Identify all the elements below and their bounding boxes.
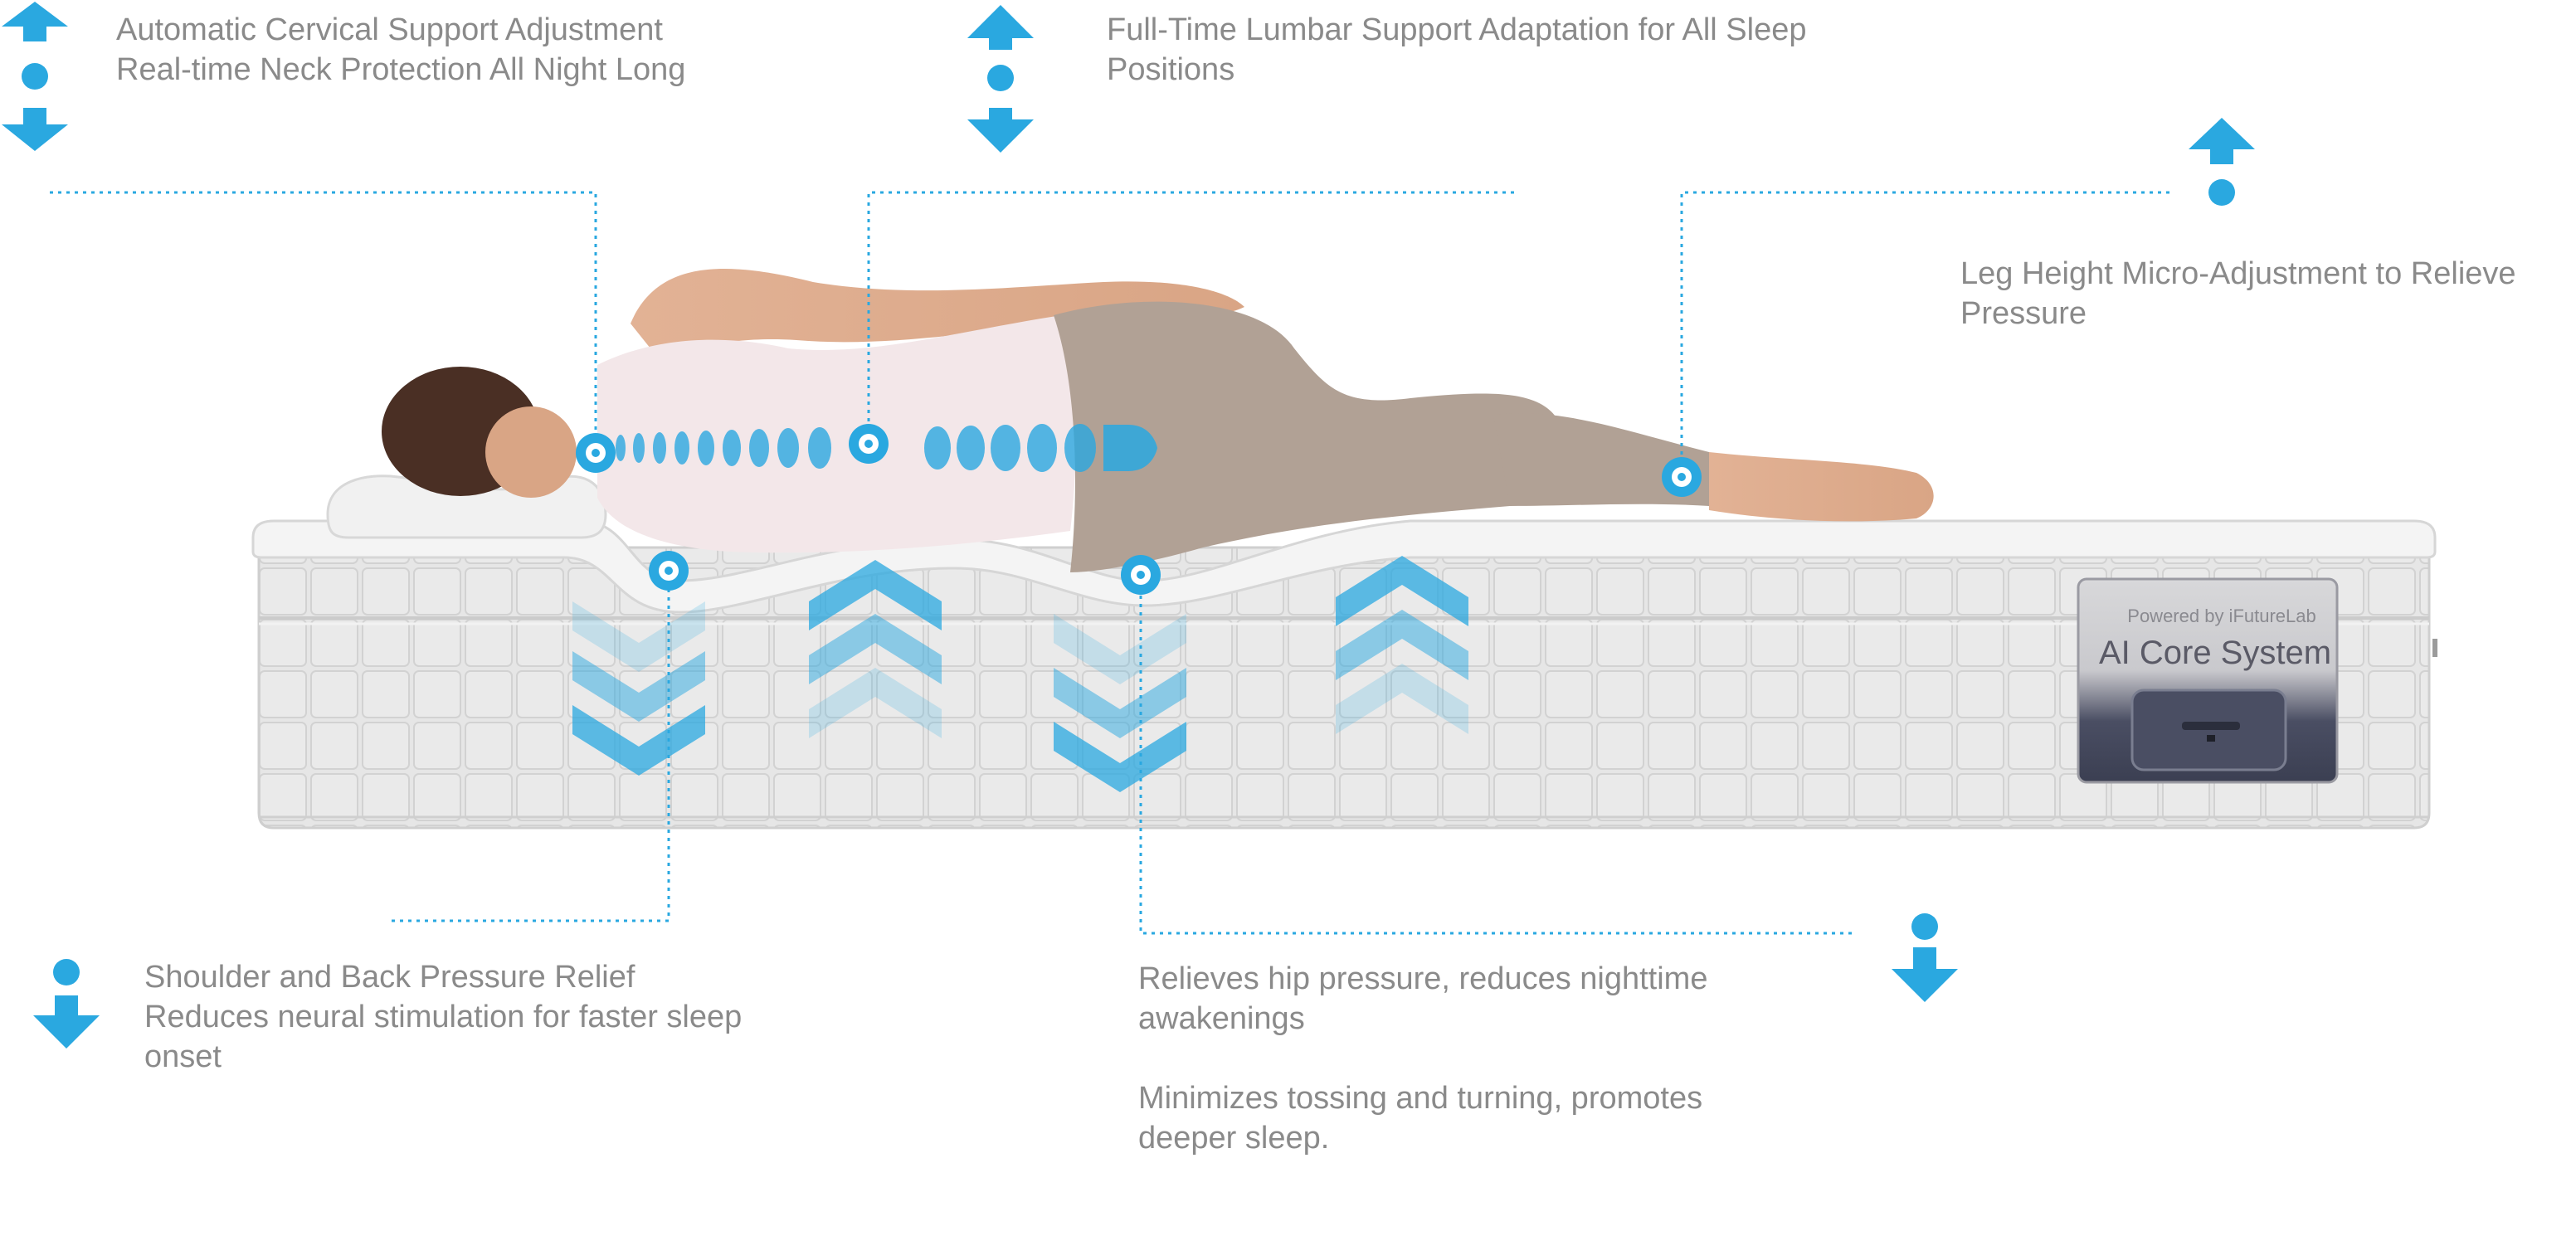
sensor-node-icon xyxy=(1121,555,1161,595)
down-arrow-icon xyxy=(1892,913,1958,1002)
sensor-node-icon xyxy=(1662,457,1702,497)
mattress xyxy=(251,519,2437,830)
caption-line: deeper sleep. xyxy=(1138,1121,1330,1156)
caption-line: awakenings xyxy=(1138,1001,1305,1036)
caption-line: Real-time Neck Protection All Night Long xyxy=(116,52,686,87)
down-arrow-icon xyxy=(33,959,100,1049)
caption-line: Pressure xyxy=(1960,296,2087,331)
caption-line: Positions xyxy=(1107,52,1235,87)
caption-line: Shoulder and Back Pressure Relief xyxy=(144,960,635,995)
sleeper-figure xyxy=(382,269,1934,572)
up-arrow-icon xyxy=(2189,118,2255,206)
sensor-node-icon xyxy=(649,551,689,591)
caption-cervical: Automatic Cervical Support Adjustment Re… xyxy=(116,10,685,90)
caption-shoulder: Shoulder and Back Pressure Relief Reduce… xyxy=(144,957,742,1077)
caption-line: Automatic Cervical Support Adjustment xyxy=(116,12,663,47)
caption-hip: Relieves hip pressure, reduces nighttime… xyxy=(1138,959,1707,1158)
chevron-down-icon xyxy=(1054,614,1186,792)
sensor-node-icon xyxy=(849,424,889,464)
caption-line: Minimizes tossing and turning, promotes xyxy=(1138,1081,1703,1116)
caption-line: Full-Time Lumbar Support Adaptation for … xyxy=(1107,12,1807,47)
leader-lines xyxy=(50,191,2169,935)
caption-lumbar: Full-Time Lumbar Support Adaptation for … xyxy=(1107,10,1806,90)
double-arrow-icon xyxy=(2,2,68,151)
caption-leg: Leg Height Micro-Adjustment to Relieve P… xyxy=(1960,254,2516,333)
chevron-up-icon xyxy=(1336,556,1468,734)
sensor-node-icon xyxy=(576,433,616,473)
caption-line: Leg Height Micro-Adjustment to Relieve xyxy=(1960,256,2516,291)
panel-title: AI Core System xyxy=(2099,635,2331,671)
panel-powered-by: Powered by iFutureLab xyxy=(2127,606,2315,626)
spine-column xyxy=(616,424,1157,472)
caption-spacer xyxy=(1138,1039,1707,1078)
double-arrow-icon xyxy=(967,5,1034,153)
ai-core-panel xyxy=(2077,577,2437,784)
caption-line: Relieves hip pressure, reduces nighttime xyxy=(1138,961,1708,996)
chevron-up-icon xyxy=(809,560,942,738)
caption-line: onset xyxy=(144,1039,222,1074)
chevron-down-icon xyxy=(572,601,705,776)
caption-line: Reduces neural stimulation for faster sl… xyxy=(144,1000,743,1034)
